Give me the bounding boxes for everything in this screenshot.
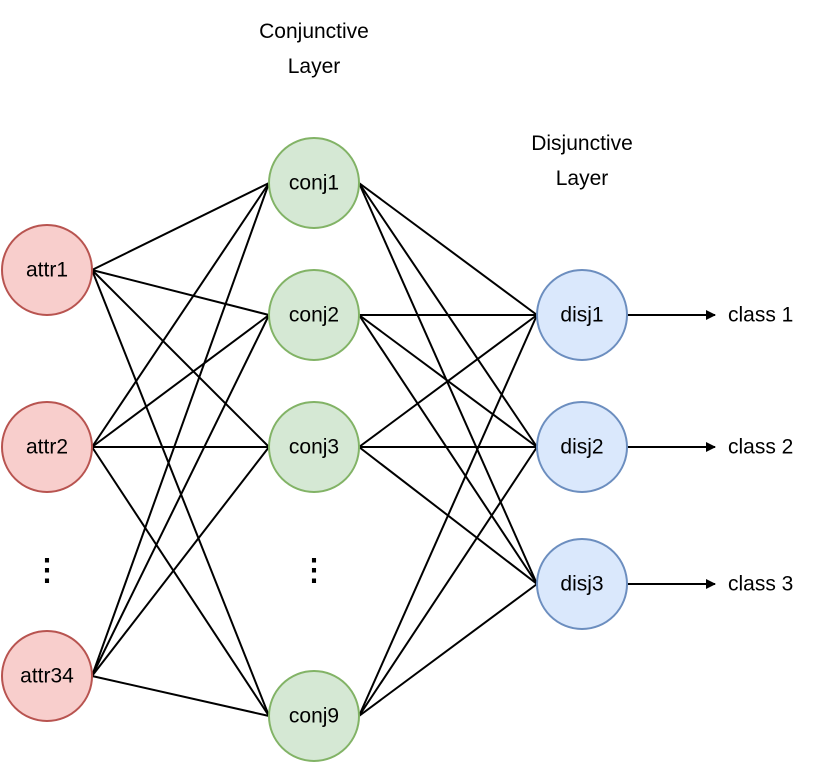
node-label-conj2: conj2: [289, 304, 339, 327]
edge-conj9-disj1: [358, 314, 538, 717]
node-label-attr2: attr2: [26, 436, 68, 459]
edge-attr34-conj2: [91, 314, 270, 677]
node-conj2: conj2: [268, 269, 360, 361]
edge-attr34-conj9: [91, 675, 270, 717]
node-circle-disj1: [536, 269, 628, 361]
input-ellipsis: ⋮: [32, 554, 62, 587]
edge-attr1-conj3: [91, 269, 270, 448]
node-label-conj1: conj1: [289, 172, 339, 195]
node-circle-disj2: [536, 401, 628, 493]
node-circle-conj1: [268, 137, 360, 229]
node-disj1: disj1: [536, 269, 628, 361]
node-conj3: conj3: [268, 401, 360, 493]
edge-conj1-disj1: [358, 182, 538, 316]
node-label-disj2: disj2: [560, 436, 603, 459]
edge-attr2-conj2: [91, 314, 270, 448]
node-circle-attr1: [1, 224, 93, 316]
disjunctive-layer-title-line1: Disjunctive: [531, 132, 633, 155]
node-disj3: disj3: [536, 538, 628, 630]
conjunctive-layer-title-line2: Layer: [288, 55, 341, 78]
edge-conj2-disj3: [358, 314, 538, 585]
node-attr2: attr2: [1, 401, 93, 493]
node-label-conj9: conj9: [289, 705, 339, 728]
edge-conj9-disj2: [358, 446, 538, 717]
node-circle-conj3: [268, 401, 360, 493]
edge-conj3-disj1: [358, 314, 538, 448]
node-circle-attr34: [1, 630, 93, 722]
node-label-conj3: conj3: [289, 436, 339, 459]
edge-attr34-conj1: [91, 182, 270, 677]
output-label-3: class 3: [728, 573, 793, 596]
nodes-group: attr1 attr2 attr34 conj1 conj2 conj3 conj9 disj…: [1, 137, 628, 762]
node-label-attr1: attr1: [26, 259, 68, 282]
edge-attr1-conj1: [91, 182, 270, 271]
edge-conj1-disj3: [358, 182, 538, 585]
edges-group: [91, 182, 538, 717]
outputs-group: class 1 class 2 class 3: [627, 304, 793, 596]
disjunctive-layer-title-line2: Layer: [556, 167, 609, 190]
edge-attr1-conj2: [91, 269, 270, 316]
node-circle-disj3: [536, 538, 628, 630]
node-label-attr34: attr34: [20, 665, 74, 688]
conjunctive-layer-title-line1: Conjunctive: [259, 20, 369, 43]
node-attr34: attr34: [1, 630, 93, 722]
edge-attr1-conj9: [91, 269, 270, 717]
edge-attr34-conj3: [91, 446, 270, 677]
node-conj9: conj9: [268, 670, 360, 762]
output-label-2: class 2: [728, 436, 793, 459]
node-disj2: disj2: [536, 401, 628, 493]
node-attr1: attr1: [1, 224, 93, 316]
node-conj1: conj1: [268, 137, 360, 229]
edge-attr2-conj9: [91, 446, 270, 717]
node-label-disj1: disj1: [560, 304, 603, 327]
output-label-1: class 1: [728, 304, 793, 327]
edge-conj9-disj3: [358, 583, 538, 717]
node-label-disj3: disj3: [560, 573, 603, 596]
edge-attr2-conj1: [91, 182, 270, 448]
node-circle-conj2: [268, 269, 360, 361]
node-circle-attr2: [1, 401, 93, 493]
node-circle-conj9: [268, 670, 360, 762]
conj-ellipsis: ⋮: [299, 554, 329, 587]
